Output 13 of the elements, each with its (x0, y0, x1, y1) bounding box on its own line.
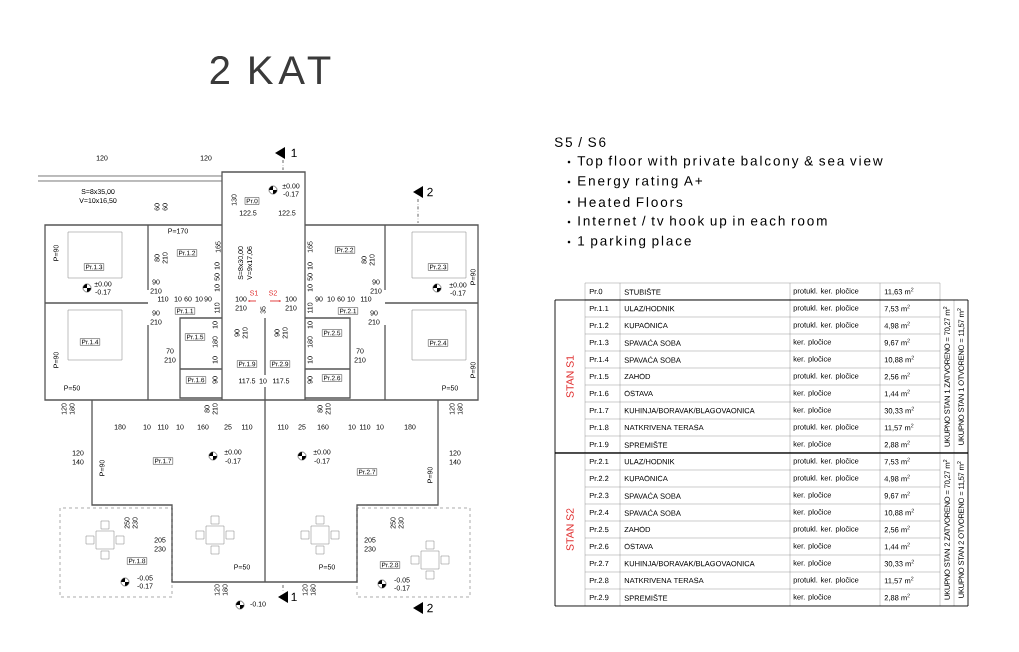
feature-text: Heated Floors (578, 197, 683, 207)
feature-text: Top floor with private balcony & sea view (577, 155, 883, 169)
title: 2 KAT (210, 56, 331, 84)
section-number: 2 (427, 187, 433, 197)
apartment-label: STAN S1 (566, 355, 574, 398)
feature-text: Energy rating A+ (578, 175, 702, 189)
feature-text: Internet / tv hook up in each room (578, 215, 827, 229)
feature-text: 1 parking place (578, 235, 691, 249)
apartment-label: STAN S2 (566, 508, 574, 551)
section-number: 1 (291, 592, 297, 602)
heading: S5 / S6 (554, 137, 606, 147)
section-number: 2 (427, 603, 433, 613)
section-number: 1 (291, 148, 297, 158)
